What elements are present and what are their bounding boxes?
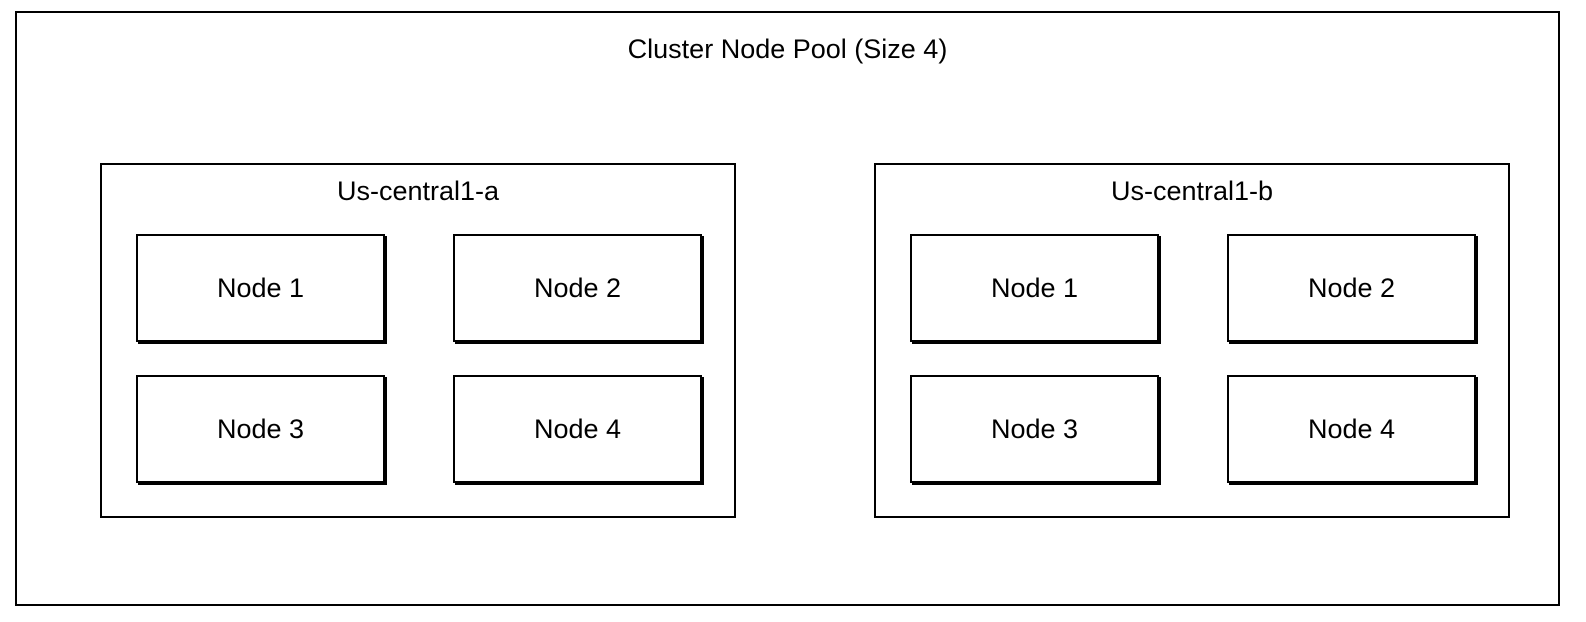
- node-box: Node 3: [136, 375, 385, 483]
- cluster-node-pool: Cluster Node Pool (Size 4) Us-central1-a…: [15, 11, 1560, 606]
- node-box: Node 4: [453, 375, 702, 483]
- node-box: Node 1: [910, 234, 1159, 342]
- node-box: Node 2: [453, 234, 702, 342]
- zone-us-central1-a: Us-central1-a Node 1 Node 2 Node 3 Node …: [100, 163, 736, 518]
- node-box: Node 1: [136, 234, 385, 342]
- zone-us-central1-b: Us-central1-b Node 1 Node 2 Node 3 Node …: [874, 163, 1510, 518]
- pool-title: Cluster Node Pool (Size 4): [627, 34, 948, 64]
- node-box: Node 3: [910, 375, 1159, 483]
- node-box: Node 4: [1227, 375, 1476, 483]
- node-box: Node 2: [1227, 234, 1476, 342]
- zone-title: Us-central1-a: [336, 176, 500, 206]
- zone-title: Us-central1-b: [1110, 176, 1274, 206]
